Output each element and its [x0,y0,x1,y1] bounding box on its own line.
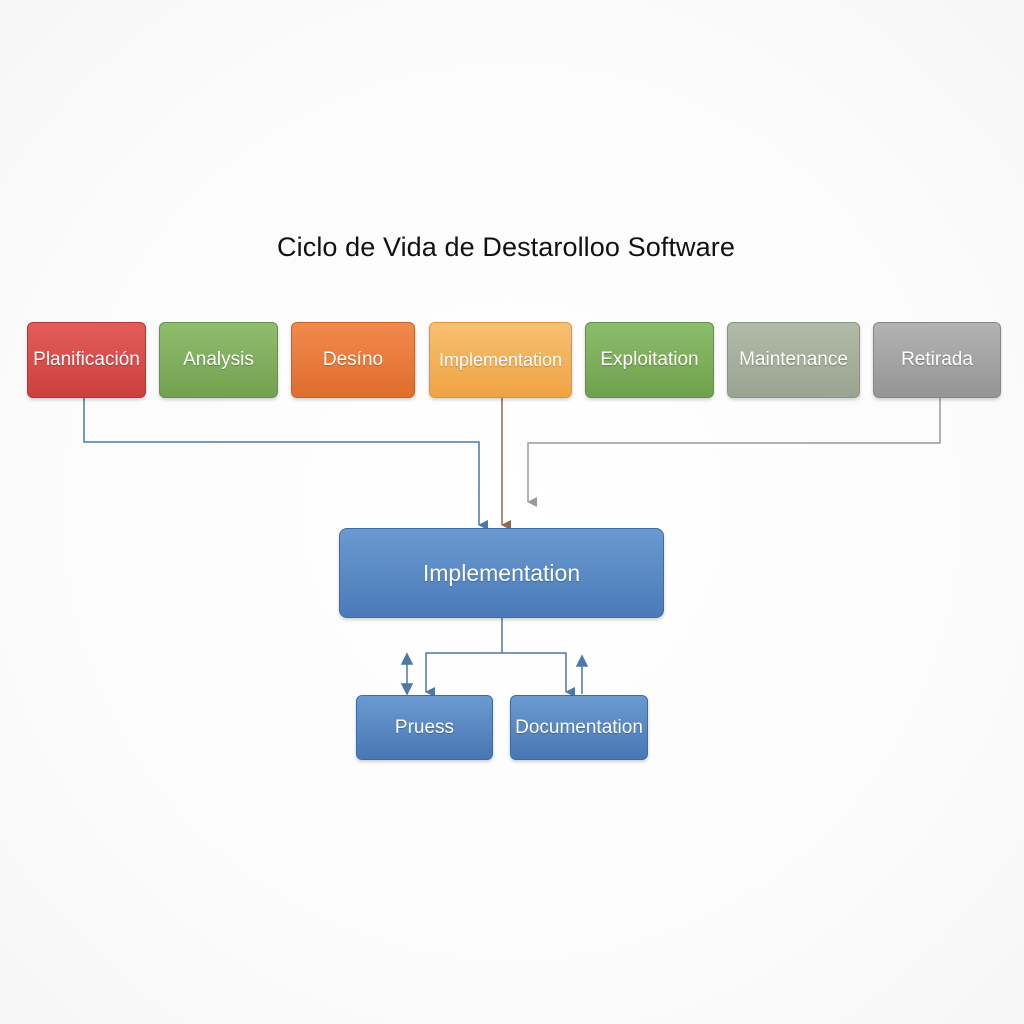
phase-planificacion: Planificación [27,322,146,398]
double-arrow-pruess [400,652,414,696]
subtask-documentation: Documentation [510,695,648,760]
phase-maintenance: Maintenance [727,322,860,398]
central-implementation-box: Implementation [339,528,664,618]
connector-to-documentation [502,652,575,697]
diagram-title: Ciclo de Vida de Destarolloo Software [277,232,735,262]
up-arrow-documentation [575,654,589,694]
phase-implementation: Implementation [429,322,572,398]
connector-retirement-to-implementation [527,398,941,507]
phase-retirada: Retirada [873,322,1001,398]
phase-exploitation: Exploitation [585,322,714,398]
connector-planning-to-implementation [83,398,488,530]
phase-analysis: Analysis [159,322,278,398]
phase-design: Desíno [291,322,415,398]
subtask-pruess: Pruess [356,695,493,760]
connector-to-pruess [425,652,502,697]
